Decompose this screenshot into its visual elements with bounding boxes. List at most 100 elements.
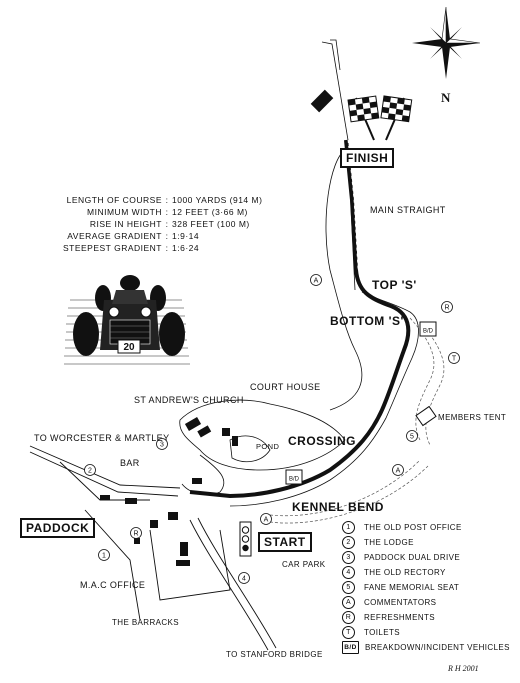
map-marker-label: 3: [160, 442, 164, 449]
course-stat-value: 12 feet (3·66 m): [172, 207, 248, 217]
court-house-label: COURT HOUSE: [250, 382, 321, 392]
car-number: 20: [123, 342, 135, 353]
legend-item: 2 THE LODGE: [342, 535, 518, 550]
legend-text: PADDOCK DUAL DRIVE: [364, 553, 461, 562]
legend-item: T TOILETS: [342, 625, 518, 640]
start-lights-icon: [239, 521, 252, 557]
legend-item: 4 THE OLD RECTORY: [342, 565, 518, 580]
map-marker-label: B/D: [423, 329, 434, 335]
paddock-buildings-icon: [100, 478, 202, 566]
start-label: START: [258, 532, 312, 552]
legend-item: R REFRESHMENTS: [342, 610, 518, 625]
legend-text: THE OLD RECTORY: [364, 568, 446, 577]
legend-symbol-icon: R: [342, 611, 355, 624]
course-stat-row: Minimum width:12 feet (3·66 m): [20, 206, 280, 218]
map-marker-label: A: [396, 468, 401, 475]
compass-north-label: N: [441, 90, 451, 105]
course-stat-separator: :: [165, 243, 169, 253]
map-marker-label: B/D: [289, 477, 300, 483]
legend-item: A COMMENTATORS: [342, 595, 518, 610]
map-marker-icon: A: [310, 274, 322, 286]
legend-symbol-icon: 2: [342, 536, 355, 549]
artist-signature: R H 2001: [448, 664, 479, 673]
legend-symbol-icon: B/D: [342, 641, 359, 654]
map-marker-icon: 2: [84, 464, 96, 476]
legend-text: TOILETS: [364, 628, 400, 637]
pond-label: POND: [256, 442, 280, 451]
map-legend: 1 THE OLD POST OFFICE 2 THE LODGE 3 PADDOCK D…: [342, 520, 518, 655]
map-marker-icon: A: [392, 464, 404, 476]
course-stat-row: Rise in height:328 feet (100 m): [20, 218, 280, 230]
legend-symbol-icon: T: [342, 626, 355, 639]
breakdown-marker-icon: B/D: [285, 469, 303, 485]
map-marker-icon: 5: [406, 430, 418, 442]
course-stat-label: Steepest gradient: [62, 243, 162, 253]
map-marker-icon: R: [441, 301, 453, 313]
compass-rose-icon: [412, 6, 481, 79]
kennel-bend-label: KENNEL BEND: [292, 500, 384, 514]
course-stat-row: Length of course:1000 yards (914 m): [20, 194, 280, 206]
top-s-label: TOP 'S': [372, 278, 417, 292]
legend-text: THE LODGE: [364, 538, 414, 547]
to-stanford-label: TO STANFORD BRIDGE: [226, 650, 323, 659]
bar-label: BAR: [120, 458, 140, 468]
course-stat-value: 1:6·24: [172, 243, 200, 253]
barracks-label: THE BARRACKS: [112, 618, 180, 627]
to-worcester-label: TO WORCESTER & MARTLEY: [34, 433, 170, 443]
course-stat-label: Minimum width: [87, 207, 162, 217]
legend-symbol-icon: A: [342, 596, 355, 609]
map-marker-icon: 3: [156, 438, 168, 450]
course-stat-value: 1000 yards (914 m): [172, 195, 263, 205]
car-park-label: CAR PARK: [282, 560, 326, 569]
course-stat-separator: :: [165, 207, 169, 217]
racing-car-illustration-icon: [64, 275, 190, 370]
legend-symbol-icon: 3: [342, 551, 355, 564]
legend-text: COMMENTATORS: [364, 598, 437, 607]
course-stat-label: Average gradient: [67, 231, 162, 241]
map-marker-label: R: [133, 531, 138, 538]
legend-symbol-icon: 5: [342, 581, 355, 594]
legend-text: BREAKDOWN/INCIDENT VEHICLES: [365, 643, 510, 652]
course-stat-value: 1:9·14: [172, 231, 200, 241]
mac-office-label: M.A.C OFFICE: [80, 580, 146, 590]
map-marker-label: T: [452, 356, 457, 363]
map-marker-label: 1: [102, 553, 106, 560]
legend-item: B/D BREAKDOWN/INCIDENT VEHICLES: [342, 640, 518, 655]
village-outline: [179, 399, 346, 496]
breakdown-marker-icon: B/D: [419, 321, 437, 337]
legend-item: 5 FANE MEMORIAL SEAT: [342, 580, 518, 595]
legend-symbol-icon: 4: [342, 566, 355, 579]
members-tent-label: MEMBERS TENT: [438, 413, 507, 422]
map-marker-icon: A: [260, 513, 272, 525]
legend-item: 1 THE OLD POST OFFICE: [342, 520, 518, 535]
course-stat-separator: :: [165, 219, 169, 229]
course-stat-value: 328 feet (100 m): [172, 219, 250, 229]
map-marker-icon: 4: [238, 572, 250, 584]
map-marker-icon: T: [448, 352, 460, 364]
map-marker-label: 2: [88, 468, 92, 475]
legend-text: FANE MEMORIAL SEAT: [364, 583, 460, 592]
members-tent-icon: [415, 405, 437, 427]
legend-symbol-icon: 1: [342, 521, 355, 534]
course-stat-separator: :: [165, 231, 169, 241]
main-straight-label: MAIN STRAIGHT: [370, 205, 446, 215]
course-stat-label: Length of course: [66, 195, 162, 205]
course-stat-row: Steepest gradient:1:6·24: [20, 242, 280, 254]
legend-item: 3 PADDOCK DUAL DRIVE: [342, 550, 518, 565]
map-marker-icon: R: [130, 527, 142, 539]
course-stat-label: Rise in height: [89, 219, 162, 229]
top-building-icon: [310, 89, 334, 113]
church-buildings-icon: [184, 417, 238, 446]
chequered-flags-icon: [347, 95, 413, 141]
members-tent-paths: [269, 317, 445, 524]
legend-text: THE OLD POST OFFICE: [364, 523, 462, 532]
crossing-label: CROSSING: [288, 434, 357, 448]
legend-text: REFRESHMENTS: [364, 613, 436, 622]
church-label: ST ANDREW'S CHURCH: [134, 395, 244, 405]
map-marker-label: 5: [410, 434, 414, 441]
map-marker-icon: 1: [98, 549, 110, 561]
map-marker-label: R: [444, 305, 449, 312]
map-marker-label: A: [314, 278, 319, 285]
